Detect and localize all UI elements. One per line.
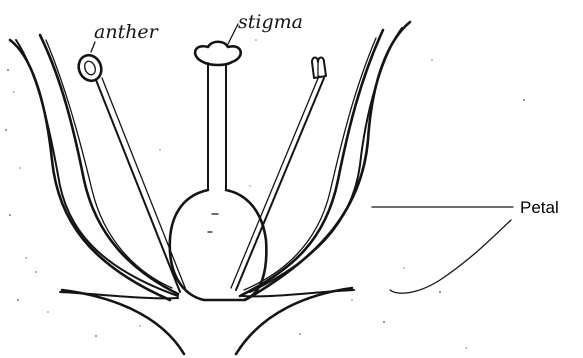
- ovary: [170, 190, 267, 300]
- stigma-leader: [228, 24, 238, 44]
- left-anther: [75, 52, 105, 84]
- anther-leader: [91, 42, 95, 52]
- left-inner-petal: [40, 35, 178, 294]
- petal-leader-curve: [390, 220, 511, 293]
- receptacle-right: [236, 288, 352, 354]
- right-outer-petal-inner-edge: [250, 28, 402, 292]
- right-stamen: [231, 58, 326, 291]
- left-inner-petal-inner-edge: [46, 40, 172, 288]
- stigma: [195, 42, 241, 65]
- scan-noise: [5, 39, 525, 349]
- stigma-label: stigma: [238, 11, 303, 33]
- right-filament: [236, 78, 324, 290]
- petal-label: Petal: [520, 198, 559, 217]
- pistil: [170, 42, 267, 300]
- right-outer-petal: [245, 22, 410, 300]
- anther-label: anther: [94, 21, 160, 43]
- right-inner-petal: [240, 30, 383, 296]
- right-anther: [312, 58, 326, 79]
- receptacle-left: [62, 290, 184, 354]
